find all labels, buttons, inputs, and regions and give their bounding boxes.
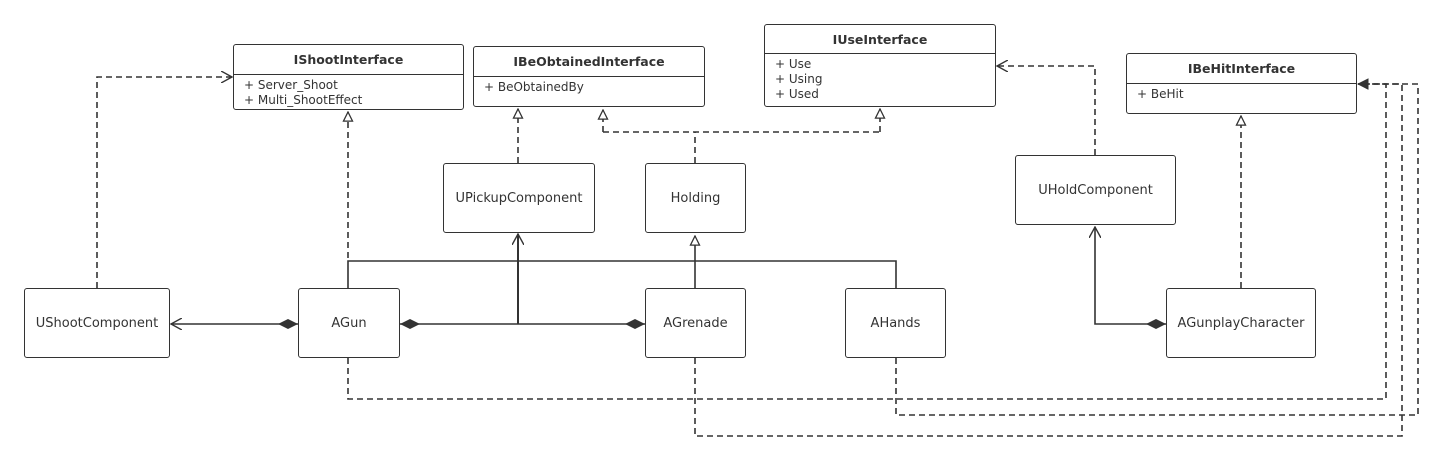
ibeobtainedinterface-members: + BeObtainedBy <box>474 77 704 98</box>
upickupcomponent-box[interactable]: UPickupComponent <box>443 163 595 233</box>
member-behit: + BeHit <box>1137 87 1184 101</box>
dependency-agrenade-ibehit <box>694 83 1403 437</box>
member-using: + Using <box>775 72 823 86</box>
dependency-ahands-ibehit <box>895 83 1419 416</box>
member-beobtainedby: + BeObtainedBy <box>484 80 584 94</box>
realization-holdcomponent-iuse <box>997 66 1096 155</box>
ishootinterface-box[interactable]: IShootInterface + Server_Shoot + Multi_S… <box>233 44 464 110</box>
ibeobtainedinterface-title: IBeObtainedInterface <box>474 47 704 77</box>
agrenade-box[interactable]: AGrenade <box>645 288 746 358</box>
ishootinterface-members: + Server_Shoot + Multi_ShootEffect <box>234 75 463 111</box>
member-use: + Use <box>775 57 812 71</box>
member-used: + Used <box>775 87 819 101</box>
iuseinterface-members: + Use + Using + Used <box>765 54 995 105</box>
ishootinterface-title: IShootInterface <box>234 45 463 75</box>
agun-box[interactable]: AGun <box>298 288 400 358</box>
agunplaycharacter-box[interactable]: AGunplayCharacter <box>1166 288 1316 358</box>
ibehitinterface-members: + BeHit <box>1127 84 1356 105</box>
realization-shootcomponent-ishoot <box>96 77 232 288</box>
member-server-shoot: + Server_Shoot <box>244 78 338 92</box>
ibehitinterface-box[interactable]: IBeHitInterface + BeHit <box>1126 53 1357 114</box>
iuseinterface-box[interactable]: IUseInterface + Use + Using + Used <box>764 24 996 107</box>
ushootcomponent-box[interactable]: UShootComponent <box>24 288 170 358</box>
realization-holding-bus <box>603 131 880 163</box>
member-multi-shooteffect: + Multi_ShootEffect <box>244 93 363 107</box>
uholdcomponent-box[interactable]: UHoldComponent <box>1015 155 1176 225</box>
ahands-box[interactable]: AHands <box>845 288 946 358</box>
inheritance-bus-agun <box>347 260 897 288</box>
holding-box[interactable]: Holding <box>645 163 746 233</box>
composition-character-holdcomponent <box>1095 227 1166 324</box>
ibeobtainedinterface-box[interactable]: IBeObtainedInterface + BeObtainedBy <box>473 46 705 107</box>
ibehitinterface-title: IBeHitInterface <box>1127 54 1356 84</box>
iuseinterface-title: IUseInterface <box>765 25 995 54</box>
